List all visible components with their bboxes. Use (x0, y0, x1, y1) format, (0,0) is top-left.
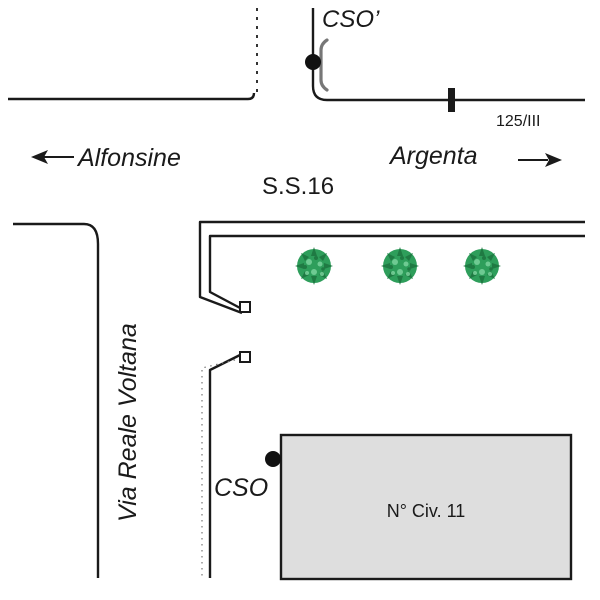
right-arrow-icon (518, 153, 562, 167)
direction-east-label: Argenta (388, 142, 478, 170)
kerb-post-north (239, 301, 251, 313)
building-label: N° Civ. 11 (387, 501, 466, 521)
km-marker-tick (448, 88, 455, 112)
kerb-south (208, 353, 241, 578)
left-arrow-icon (31, 150, 74, 164)
cso-prime-marker (305, 54, 321, 70)
cso-label: CSO (214, 474, 268, 502)
road-edge-north-west (8, 92, 256, 101)
kerb-inner (208, 234, 585, 311)
kerb-post-south (239, 351, 251, 363)
road-edge-north-east (311, 8, 585, 102)
dotted-boundary-south (201, 359, 236, 578)
highway-label: S.S.16 (262, 173, 334, 200)
tree-icon (463, 247, 501, 285)
cso-prime-bracket (319, 38, 329, 92)
building-civ-11 (279, 433, 573, 581)
km-marker-label: 125/III (496, 113, 540, 130)
tree-icon (295, 247, 333, 285)
cso-prime-label: CSO’ (322, 6, 380, 33)
kerb-outer (198, 220, 585, 315)
road-edge-via-reale-west (13, 222, 100, 578)
tree-icon (381, 247, 419, 285)
side-street-label: Via Reale Voltana (114, 323, 142, 522)
cso-marker (265, 451, 281, 467)
direction-west-label: Alfonsine (76, 144, 181, 172)
